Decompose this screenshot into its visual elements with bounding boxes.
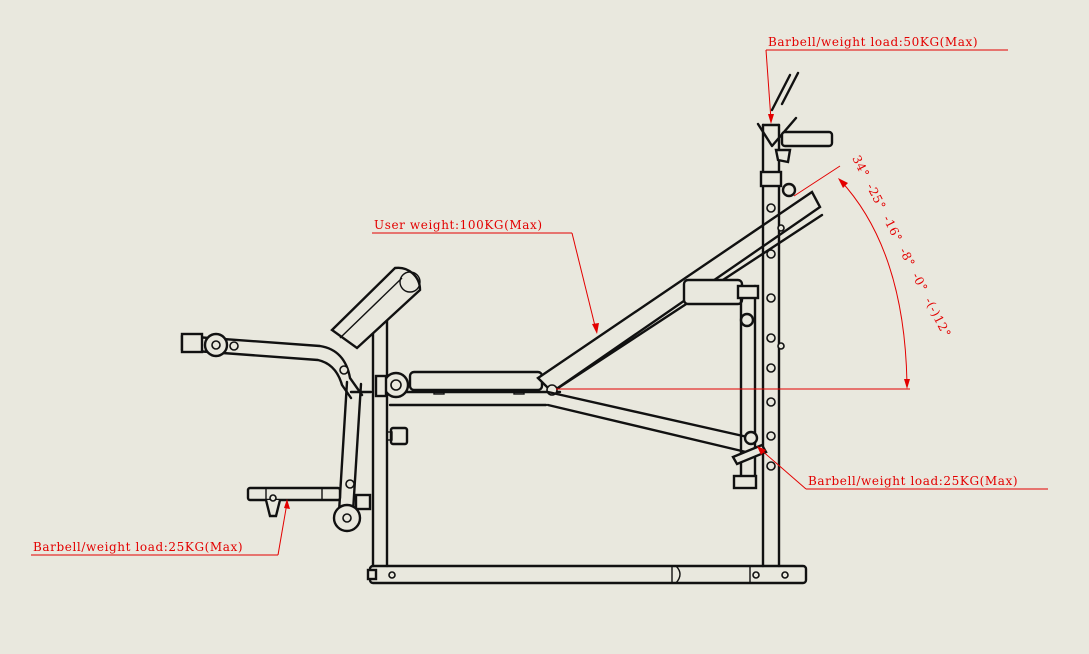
right-load-label: Barbell/weight load:25KG(Max) bbox=[808, 474, 1018, 488]
angle-scale: 34° -25° -16° -8° -0° -(-)12° bbox=[849, 153, 953, 340]
angle-16: -16° bbox=[880, 213, 905, 244]
annotation-left-load: Barbell/weight load:25KG(Max) bbox=[31, 499, 290, 556]
angle-34: 34° bbox=[849, 153, 872, 180]
angle-neg12: -(-)12° bbox=[922, 295, 954, 340]
leg-extension-arm bbox=[180, 332, 364, 400]
annotation-user-weight: User weight:100KG(Max) bbox=[372, 218, 599, 334]
left-load-label: Barbell/weight load:25KG(Max) bbox=[33, 540, 243, 554]
top-load-label: Barbell/weight load:50KG(Max) bbox=[768, 35, 978, 49]
rear-upright bbox=[371, 313, 409, 568]
preacher-pad bbox=[330, 266, 422, 350]
seat bbox=[374, 370, 562, 407]
angle-25: -25° bbox=[864, 181, 889, 212]
annotation-top-load: Barbell/weight load:50KG(Max) bbox=[765, 35, 1008, 124]
angle-0: -0° bbox=[909, 270, 930, 294]
barbell-catch bbox=[756, 71, 834, 198]
user-weight-label: User weight:100KG(Max) bbox=[374, 218, 543, 232]
base-tube bbox=[366, 564, 808, 585]
leg-extension-lower-tube bbox=[332, 380, 373, 533]
annotation-right-load: Barbell/weight load:25KG(Max) bbox=[757, 446, 1048, 490]
backrest bbox=[536, 190, 824, 396]
support-strut bbox=[546, 390, 754, 454]
svg-text:34° -25° -16°: 34° -25° -16° -8° -0° -(-)12° bbox=[849, 153, 953, 340]
front-upright bbox=[759, 123, 785, 568]
adjustment-tube bbox=[731, 284, 768, 490]
angle-8: -8° bbox=[896, 246, 917, 270]
leg-loading-bar bbox=[246, 486, 342, 518]
